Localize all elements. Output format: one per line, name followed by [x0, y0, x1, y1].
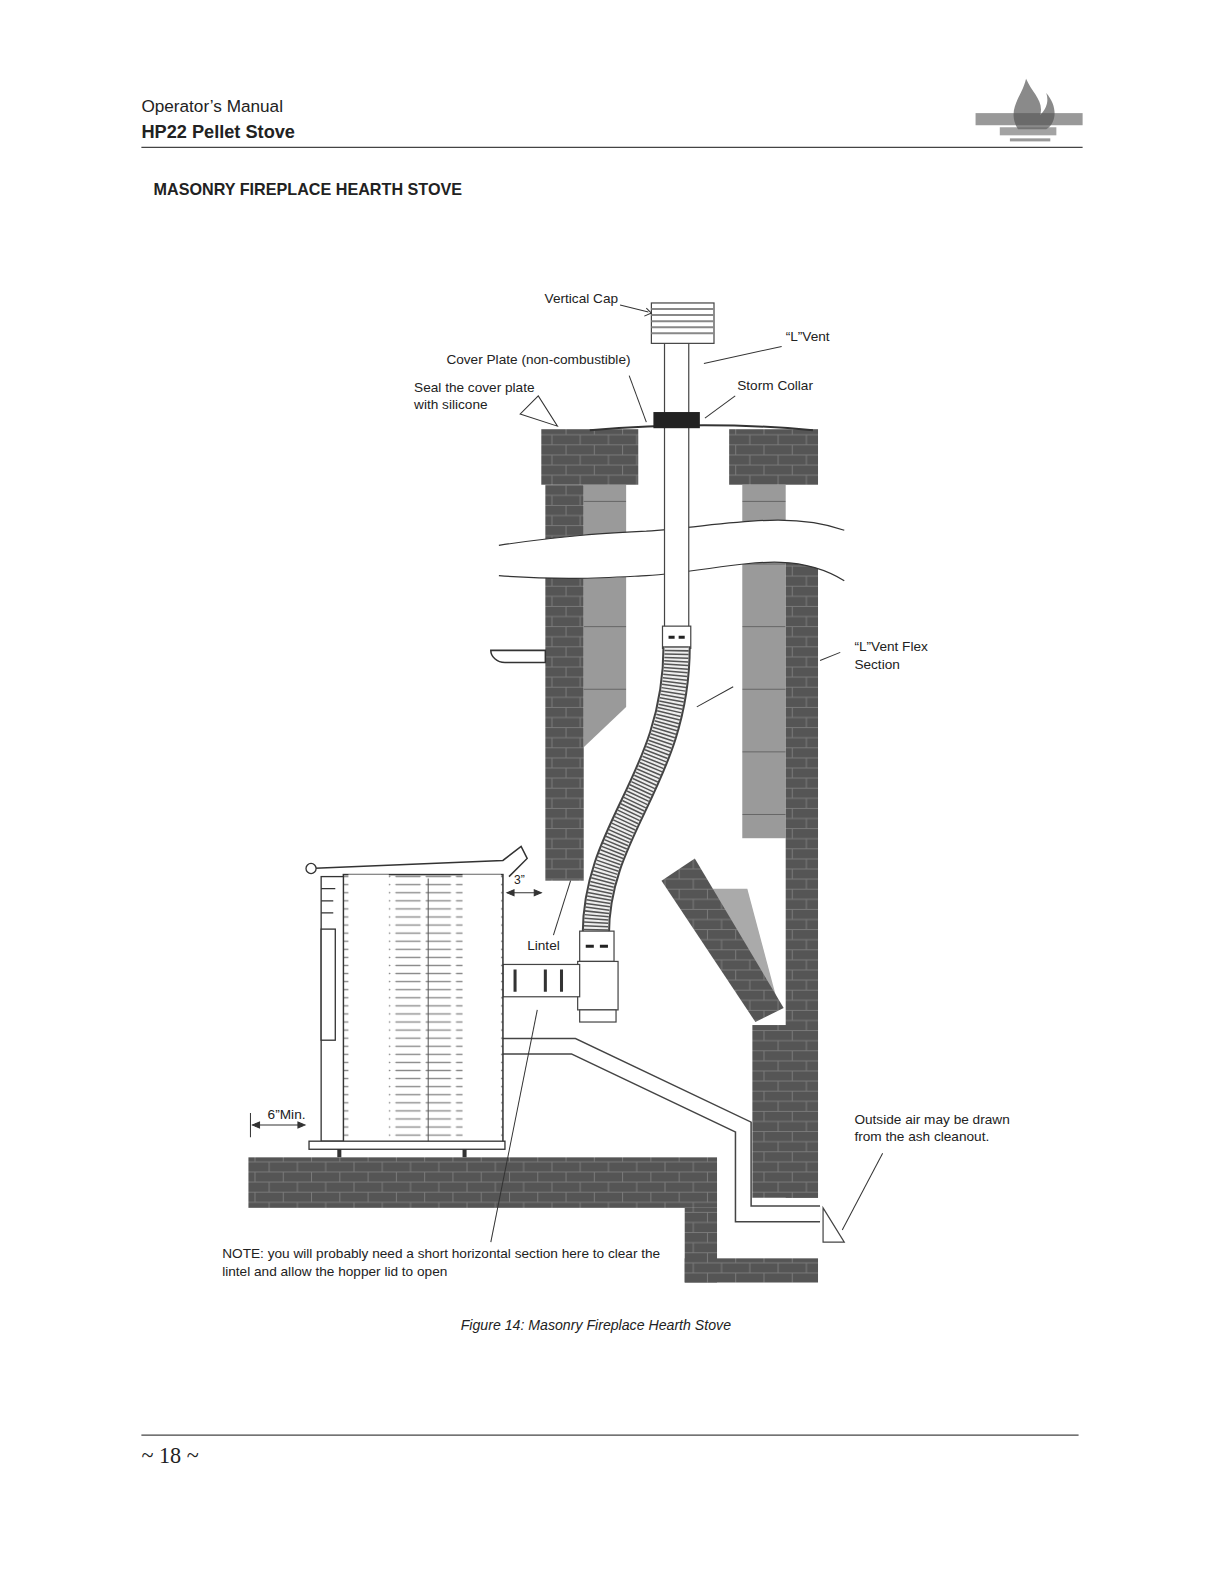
leader-line [491, 1010, 537, 1242]
dimension-line [298, 1122, 305, 1128]
part-label: Storm Collar [737, 378, 813, 395]
part-label: “L”Vent [786, 329, 830, 346]
pellet-stove [339, 1149, 464, 1157]
vent-pipe [651, 309, 714, 333]
chimney-wall [661, 858, 783, 1022]
pellet-stove [309, 846, 527, 876]
note-text: NOTE: you will probably need a short hor… [222, 1246, 671, 1280]
page-number: ~ 18 ~ [141, 1442, 198, 1470]
leader-line [553, 881, 570, 936]
rule-line [141, 147, 1082, 1435]
figure-caption: Figure 14: Masonry Fireplace Hearth Stov… [461, 1317, 731, 1335]
part-label: “L”Vent Flex Section [854, 639, 947, 673]
part-label: Lintel [527, 938, 560, 955]
dimension-line [250, 890, 541, 1137]
air-pipe [823, 1208, 844, 1242]
tee-fitting [578, 961, 618, 1009]
leader-line [620, 305, 648, 312]
dimension-line [252, 1122, 259, 1128]
pellet-stove [463, 875, 501, 1148]
tee-fitting [503, 964, 580, 996]
air-pipe [493, 1046, 820, 1214]
flex-section [596, 646, 677, 934]
tee-fitting [503, 931, 618, 1022]
hearth-masonry [248, 1157, 717, 1207]
note-text: Seal the cover plate with silicone [414, 380, 543, 414]
header-text: HP22 Pellet Stove [141, 121, 295, 144]
tee-fitting [515, 970, 561, 992]
chimney-wall [491, 650, 546, 662]
pellet-stove [428, 879, 429, 1144]
vent-pipe [653, 412, 699, 428]
tee-fitting [580, 931, 614, 961]
flex-section [596, 646, 677, 934]
pellet-stove [321, 877, 343, 1142]
chimney-wall [584, 485, 626, 748]
air-pipe [493, 1046, 820, 1214]
leader-line [520, 396, 557, 426]
leader-line [629, 376, 646, 422]
hearth-masonry [685, 1258, 818, 1282]
pellet-stove [306, 863, 316, 873]
leader-line [644, 308, 651, 316]
logo-mark [1000, 127, 1057, 135]
leader-line [705, 396, 735, 418]
leader-line [704, 346, 782, 363]
pellet-stove [343, 875, 503, 1148]
vent-pipe [669, 636, 685, 639]
rule-line [141, 1434, 1078, 1435]
leader-line [820, 652, 840, 660]
logo-mark [1010, 138, 1050, 141]
chimney-wall [541, 429, 638, 485]
pellet-stove [348, 875, 388, 1148]
tee-fitting [586, 945, 608, 948]
chimney-wall [752, 1025, 818, 1198]
rule-line [141, 147, 1082, 148]
cover-plate [590, 425, 813, 430]
dimension-line [250, 1113, 251, 1137]
logo-mark [976, 79, 1083, 142]
tee-fitting [580, 1010, 616, 1022]
vent-pipe [651, 303, 714, 648]
air-pipe [493, 1037, 844, 1242]
dimension-label: 6”Min. [268, 1107, 306, 1124]
chimney-wall [729, 429, 818, 485]
dimension-line [507, 890, 514, 896]
dimension-label: 3” [514, 873, 525, 888]
section-title: MASONRY FIREPLACE HEARTH STOVE [154, 180, 463, 200]
pellet-stove [309, 1141, 505, 1149]
pellet-stove [306, 846, 527, 1157]
part-label: Vertical Cap [545, 291, 619, 308]
leader-line [491, 305, 883, 1242]
vent-pipe [651, 303, 714, 343]
logo-mark [976, 113, 1083, 125]
cover-plate [590, 425, 813, 430]
header-text: Operator’s Manual [141, 96, 283, 117]
pellet-stove [376, 875, 467, 1148]
dimension-line [534, 890, 541, 896]
leader-line [842, 1153, 882, 1230]
note-text: Outside air may be drawn from the ash cl… [854, 1112, 1034, 1146]
pellet-stove [321, 929, 335, 1040]
vent-pipe [665, 341, 689, 634]
flex-section [596, 646, 677, 934]
flex-section [596, 646, 677, 934]
vent-pipe [662, 626, 690, 648]
part-label: Cover Plate (non-combustible) [446, 351, 630, 368]
pellet-stove [321, 889, 335, 913]
leader-line [697, 687, 733, 707]
